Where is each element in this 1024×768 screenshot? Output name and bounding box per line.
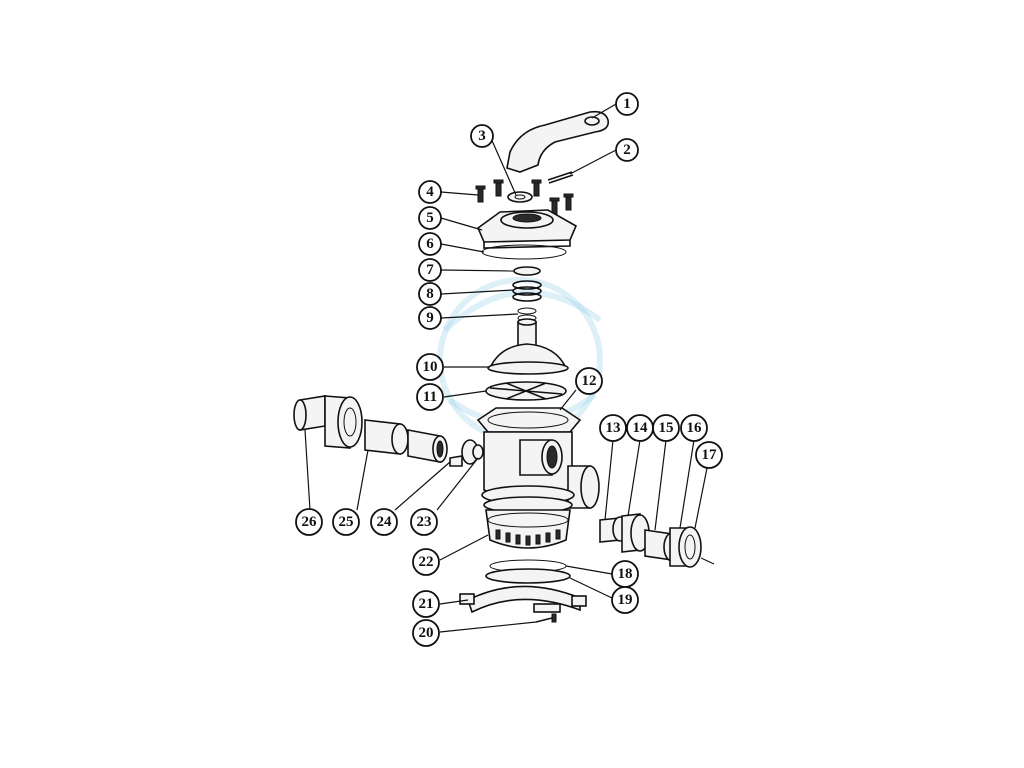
leader-lines xyxy=(304,103,708,633)
callout-label: 2 xyxy=(623,142,631,158)
part-clamp xyxy=(459,585,587,614)
callout-9: 9 xyxy=(418,306,442,330)
callout-17: 17 xyxy=(695,441,723,469)
callout-label: 14 xyxy=(633,420,649,436)
callout-label: 21 xyxy=(419,596,434,612)
callout-11: 11 xyxy=(416,383,444,411)
part-plug xyxy=(472,444,484,460)
callout-4: 4 xyxy=(418,180,442,204)
callout-3: 3 xyxy=(470,124,494,148)
callout-label: 12 xyxy=(582,373,597,389)
callout-label: 23 xyxy=(417,514,432,530)
part-washer xyxy=(507,191,533,203)
callout-22: 22 xyxy=(412,548,440,576)
callout-2: 2 xyxy=(615,138,639,162)
callout-label: 7 xyxy=(426,262,434,278)
callout-25: 25 xyxy=(332,508,360,536)
callout-1: 1 xyxy=(615,92,639,116)
callout-6: 6 xyxy=(418,232,442,256)
part-spring xyxy=(512,280,542,302)
callout-18: 18 xyxy=(611,560,639,588)
callout-label: 15 xyxy=(659,420,674,436)
part-rotor xyxy=(487,318,569,375)
part-pin xyxy=(547,171,574,184)
callout-label: 1 xyxy=(623,96,631,112)
callout-20: 20 xyxy=(412,619,440,647)
callout-label: 24 xyxy=(377,514,393,530)
callout-12: 12 xyxy=(575,367,603,395)
callout-label: 16 xyxy=(687,420,703,436)
callout-15: 15 xyxy=(652,414,680,442)
part-screws xyxy=(475,179,574,215)
callout-label: 10 xyxy=(423,359,438,375)
part-handle xyxy=(506,110,610,173)
callout-label: 26 xyxy=(302,514,318,530)
callout-label: 18 xyxy=(618,566,633,582)
callout-10: 10 xyxy=(416,353,444,381)
part-washer-small xyxy=(513,266,541,276)
callout-label: 19 xyxy=(618,592,633,608)
callout-14: 14 xyxy=(626,414,654,442)
callout-label: 25 xyxy=(339,514,354,530)
callout-26: 26 xyxy=(295,508,323,536)
part-clamp-screw xyxy=(535,613,557,623)
callout-13: 13 xyxy=(599,414,627,442)
callout-5: 5 xyxy=(418,206,442,230)
part-small-plug xyxy=(449,455,463,467)
callout-label: 3 xyxy=(478,128,486,144)
callout-21: 21 xyxy=(412,590,440,618)
callout-label: 17 xyxy=(702,447,718,463)
callout-label: 4 xyxy=(426,184,434,200)
callout-label: 9 xyxy=(426,310,434,326)
callout-7: 7 xyxy=(418,258,442,282)
callout-label: 8 xyxy=(426,286,434,302)
part-right-union xyxy=(599,513,715,568)
callout-8: 8 xyxy=(418,282,442,306)
part-lower-body xyxy=(485,509,571,549)
part-gasket-bottom xyxy=(485,568,571,584)
callout-label: 11 xyxy=(423,389,437,405)
callout-label: 13 xyxy=(606,420,621,436)
callout-24: 24 xyxy=(370,508,398,536)
callout-label: 6 xyxy=(426,236,434,252)
part-spider-gasket xyxy=(485,381,567,401)
callout-16: 16 xyxy=(680,414,708,442)
callout-23: 23 xyxy=(410,508,438,536)
part-valve-body xyxy=(461,407,600,514)
part-left-union xyxy=(293,395,448,463)
part-cover xyxy=(477,209,578,249)
callout-label: 5 xyxy=(426,210,434,226)
callout-label: 22 xyxy=(419,554,434,570)
callout-19: 19 xyxy=(611,586,639,614)
callout-label: 20 xyxy=(419,625,434,641)
